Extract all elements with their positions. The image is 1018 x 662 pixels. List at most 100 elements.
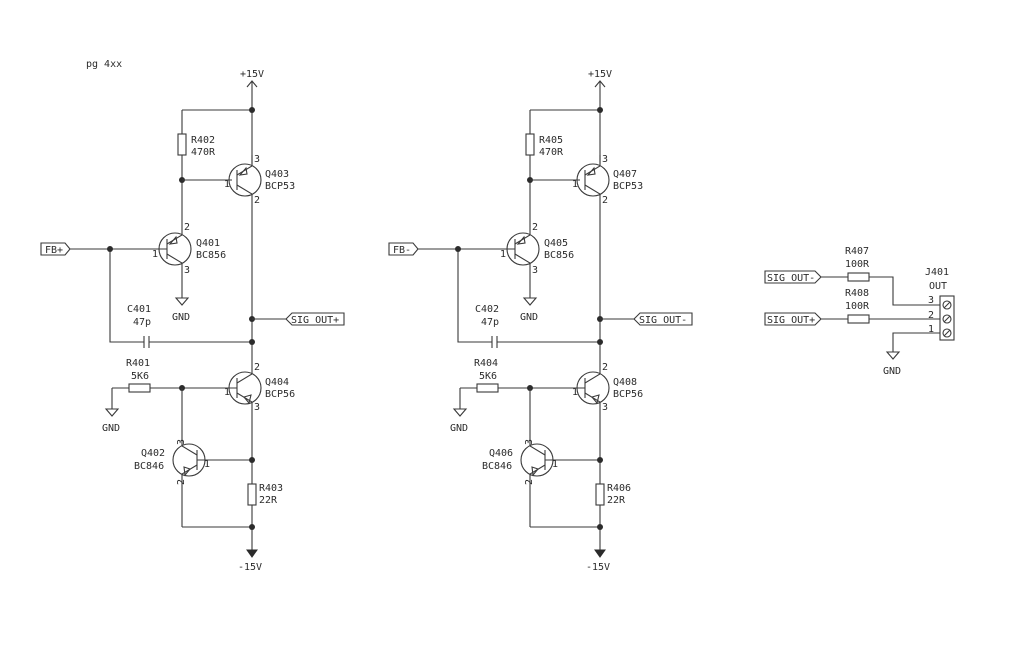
q-lim-pin2: 2 <box>524 479 535 485</box>
transistor-q-top: 1 2 3 Q403 BCP53 <box>224 154 295 206</box>
q-pre-pin1: 1 <box>500 249 506 260</box>
output-connector-section: SIG_OUT- SIG_OUT+ R407 100R R408 100R J4… <box>764 246 955 377</box>
q-lim-value: BC846 <box>134 461 164 472</box>
q-lim-ref: Q402 <box>141 448 165 459</box>
input-label: FB+ <box>45 245 63 256</box>
q-top-value: BCP53 <box>613 181 643 192</box>
gnd-label: GND <box>172 312 190 323</box>
power-rail-top: +15V <box>588 69 612 110</box>
power-rail-top: +15V <box>240 69 264 110</box>
page-note: pg 4xx <box>86 59 122 70</box>
r-top-value: 470R <box>539 147 564 158</box>
terminal-block: J401 OUT 3 2 1 <box>925 267 955 341</box>
q-bot-pin1: 1 <box>224 387 230 398</box>
output-stage-negative: +15V R405 470R 1 2 3 Q407 BCP53 <box>388 69 693 573</box>
q-top-pin3: 3 <box>254 154 260 165</box>
r-upper-ref: R407 <box>845 246 869 257</box>
r-bot-value: 22R <box>607 495 626 506</box>
input-label-flag: FB- <box>388 242 419 256</box>
q-bot-pin3: 3 <box>602 402 608 413</box>
ground-symbol: GND <box>520 297 538 323</box>
power-rail-bottom: -15V <box>586 549 610 573</box>
resistor-r-top: R405 470R <box>525 110 564 232</box>
cap-value: 47p <box>133 317 151 328</box>
ground-symbol: GND <box>172 297 190 323</box>
output-label: SIG_OUT+ <box>291 315 339 326</box>
resistor-r-in: R401 5K6 <box>112 358 237 393</box>
r-in-value: 5K6 <box>131 371 149 382</box>
q-bot-value: BCP56 <box>265 389 295 400</box>
gnd-label: GND <box>102 423 120 434</box>
ground-symbol: GND <box>883 351 901 377</box>
q-pre-pin3: 3 <box>532 265 538 276</box>
transistor-q-bot: 1 2 3 Q408 BCP56 <box>572 362 643 413</box>
connector-pin1: 1 <box>928 324 934 335</box>
q-bot-pin2: 2 <box>254 362 260 373</box>
cap-ref: C401 <box>127 304 151 315</box>
connector-pin2: 2 <box>928 310 934 321</box>
resistor-r-top: R402 470R <box>177 110 216 232</box>
wire-gnd <box>892 332 940 352</box>
q-bot-ref: Q408 <box>613 377 637 388</box>
r-bot-ref: R406 <box>607 483 631 494</box>
wire-input <box>70 248 144 343</box>
resistor-r-upper: R407 100R <box>821 246 940 306</box>
q-pre-ref: Q401 <box>196 238 220 249</box>
q-lim-pin2: 2 <box>176 479 187 485</box>
rail-bottom-label: -15V <box>238 562 262 573</box>
rail-bottom-label: -15V <box>586 562 610 573</box>
r-in-ref: R401 <box>126 358 150 369</box>
q-pre-value: BC856 <box>196 250 226 261</box>
connector-ref: J401 <box>925 267 949 278</box>
q-bot-pin3: 3 <box>254 402 260 413</box>
r-lower-ref: R408 <box>845 288 869 299</box>
transistor-q-lim: 1 2 3 Q406 BC846 <box>482 439 600 527</box>
q-top-pin1: 1 <box>224 179 230 190</box>
input-label-flag: FB+ <box>40 242 71 256</box>
transistor-q-pre: 1 2 3 Q401 BC856 <box>110 222 226 298</box>
q-lim-ref: Q406 <box>489 448 513 459</box>
q-pre-pin2: 2 <box>532 222 538 233</box>
connector-value: OUT <box>929 281 947 292</box>
gnd-label: GND <box>520 312 538 323</box>
r-bot-ref: R403 <box>259 483 283 494</box>
q-top-pin2: 2 <box>602 195 608 206</box>
connector-pin3: 3 <box>928 295 934 306</box>
capacitor: C402 47p <box>475 304 600 348</box>
r-bot-value: 22R <box>259 495 278 506</box>
input-label-flag: SIG_OUT- <box>764 270 822 284</box>
q-bot-pin1: 1 <box>572 387 578 398</box>
r-top-ref: R405 <box>539 135 563 146</box>
input-label: FB- <box>393 245 411 256</box>
q-pre-pin2: 2 <box>184 222 190 233</box>
q-bot-value: BCP56 <box>613 389 643 400</box>
transistor-q-pre: 1 2 3 Q405 BC856 <box>458 222 574 298</box>
rail-top-label: +15V <box>588 69 612 80</box>
input-label-flag: SIG_OUT+ <box>764 312 822 326</box>
r-top-ref: R402 <box>191 135 215 146</box>
power-rail-bottom: -15V <box>238 549 262 573</box>
rail-top-label: +15V <box>240 69 264 80</box>
q-lim-pin1: 1 <box>552 459 558 470</box>
r-top-value: 470R <box>191 147 216 158</box>
q-pre-pin3: 3 <box>184 265 190 276</box>
wire-input <box>418 248 492 343</box>
connector-gnd-label: GND <box>883 366 901 377</box>
q-pre-pin1: 1 <box>152 249 158 260</box>
r-in-value: 5K6 <box>479 371 497 382</box>
q-bot-ref: Q404 <box>265 377 289 388</box>
capacitor: C401 47p <box>127 304 252 348</box>
q-bot-pin2: 2 <box>602 362 608 373</box>
output-stage-positive: +15V R402 470R 1 2 3 Q403 BCP53 <box>40 69 345 573</box>
transistor-q-top: 1 2 3 Q407 BCP53 <box>572 154 643 206</box>
q-top-value: BCP53 <box>265 181 295 192</box>
resistor-r-in: R404 5K6 <box>460 358 585 393</box>
q-top-pin1: 1 <box>572 179 578 190</box>
cap-value: 47p <box>481 317 499 328</box>
q-pre-ref: Q405 <box>544 238 568 249</box>
r-upper-value: 100R <box>845 259 870 270</box>
r-in-ref: R404 <box>474 358 498 369</box>
resistor-r-bot: R406 22R <box>595 483 631 550</box>
q-lim-pin1: 1 <box>204 459 210 470</box>
